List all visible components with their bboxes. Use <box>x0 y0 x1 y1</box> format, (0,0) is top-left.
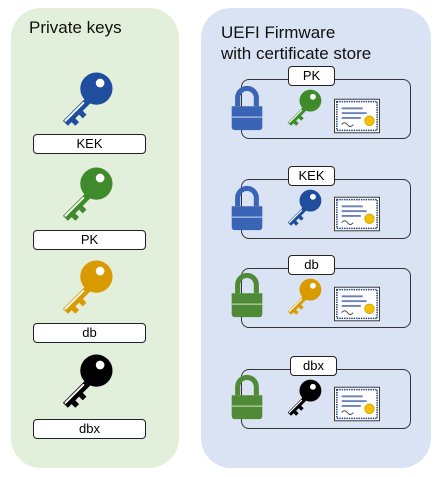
lock-icon <box>230 182 264 234</box>
certificate-icon <box>334 286 380 322</box>
uefi-title-line2: with certificate store <box>221 44 372 63</box>
key-label-pk: PK <box>33 230 146 250</box>
kek-key-icon <box>45 70 123 132</box>
store-label-dbx: dbx <box>290 356 337 376</box>
certificate-icon <box>334 386 380 422</box>
private-keys-title: Private keys <box>29 18 122 37</box>
key-icon <box>276 88 328 130</box>
key-label-kek: KEK <box>33 134 146 154</box>
key-icon <box>276 188 328 230</box>
lock-icon <box>230 370 264 424</box>
key-label-db: db <box>33 323 146 343</box>
lock-icon <box>230 268 264 322</box>
store-label-kek: KEK <box>288 166 335 186</box>
lock-icon <box>230 82 264 134</box>
uefi-title-line1: UEFI Firmware <box>221 23 336 42</box>
dbx-key-icon <box>45 352 123 414</box>
pk-key-icon <box>45 165 123 227</box>
certificate-icon <box>334 98 380 134</box>
db-key-icon <box>45 258 123 320</box>
key-icon <box>276 277 328 319</box>
store-label-db: db <box>288 255 335 275</box>
key-icon <box>276 378 328 420</box>
store-label-pk: PK <box>288 66 335 86</box>
key-label-dbx: dbx <box>33 419 146 439</box>
certificate-icon <box>334 196 380 232</box>
